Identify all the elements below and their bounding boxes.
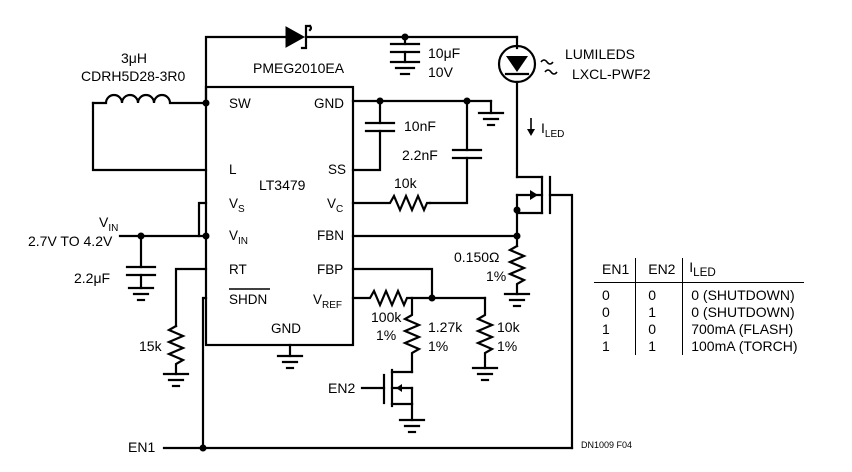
ss-cap-value: 10nF bbox=[404, 118, 436, 134]
rt-resistor bbox=[166, 324, 186, 376]
ss-cap-lead-bot bbox=[351, 129, 382, 172]
figure-id: DN1009 F04 bbox=[581, 440, 632, 450]
cell-en2: 0 bbox=[635, 282, 684, 304]
pin-vin: VIN bbox=[229, 228, 248, 247]
fbp-res-a-value: 1.27k bbox=[428, 319, 463, 335]
pin-ss: SS bbox=[328, 162, 346, 177]
vc-cap-value: 2.2nF bbox=[402, 147, 438, 163]
inductor-to-l-wire bbox=[91, 101, 208, 172]
pin-vs: VS bbox=[229, 196, 245, 215]
cell-iled: 0 (SHUTDOWN) bbox=[691, 286, 795, 303]
cell-en1: 0 bbox=[594, 282, 637, 304]
fbp-res-a bbox=[402, 296, 422, 374]
cout-value: 10μF bbox=[428, 45, 460, 61]
light-emission-icon bbox=[540, 59, 558, 75]
fbp-res-a-tol: 1% bbox=[428, 338, 448, 354]
fbn-node-dot bbox=[513, 232, 521, 240]
pin-gnd-top: GND bbox=[314, 96, 344, 111]
cell-en2: 0 bbox=[635, 320, 684, 338]
vin-label: VIN bbox=[99, 214, 118, 234]
nmos-gate-wire bbox=[548, 193, 574, 450]
vin-node-dot-2 bbox=[202, 232, 210, 240]
pin-rt: RT bbox=[229, 262, 247, 277]
truth-table-header: EN1 EN2 ILED bbox=[594, 258, 804, 283]
vs-wire bbox=[197, 201, 208, 238]
sw-to-diode-wire bbox=[204, 35, 288, 105]
iled-arrowhead bbox=[527, 129, 535, 136]
sense-res-tol: 1% bbox=[486, 268, 506, 284]
vref-res-tol: 1% bbox=[376, 327, 396, 343]
schottky-diode bbox=[285, 26, 306, 48]
sense-res-value: 0.150Ω bbox=[454, 249, 500, 265]
en2-label: EN2 bbox=[328, 380, 355, 396]
pin-vc: VC bbox=[327, 196, 343, 215]
fbp-node-dot bbox=[428, 294, 436, 302]
pin-sw: SW bbox=[229, 96, 251, 111]
fbp-res-b-tol: 1% bbox=[497, 338, 517, 354]
rt-wire bbox=[174, 267, 208, 328]
header-iled: ILED bbox=[682, 258, 804, 283]
vref-resistor bbox=[351, 288, 487, 308]
led-brand: LUMILEDS bbox=[565, 46, 635, 62]
fbp-wire bbox=[351, 267, 434, 300]
rt-res-value: 15k bbox=[139, 338, 163, 354]
pin-vref: VREF bbox=[313, 292, 342, 311]
cell-iled: 700mA (FLASH) bbox=[691, 320, 794, 337]
diode-part: PMEG2010EA bbox=[253, 60, 345, 76]
vc-res-value: 10k bbox=[394, 175, 418, 191]
vc-resistor bbox=[351, 193, 432, 213]
vc-cap-lead-bot bbox=[428, 156, 469, 205]
led-part: LXCL-PWF2 bbox=[572, 66, 651, 82]
pin-fbn: FBN bbox=[317, 228, 344, 243]
fbp-res-b bbox=[475, 296, 495, 370]
inductor-coil bbox=[91, 93, 208, 105]
cell-en2: 1 bbox=[635, 303, 684, 321]
inductor-value: 3μH bbox=[121, 50, 147, 66]
en1-node-dot bbox=[199, 444, 207, 452]
iled-label: ILED bbox=[541, 120, 564, 140]
cell-en2: 1 bbox=[635, 337, 684, 355]
header-en1: EN1 bbox=[594, 258, 637, 283]
pin-gnd-bottom: GND bbox=[271, 321, 301, 336]
table-row: 1 1 100mA (TORCH) bbox=[594, 337, 804, 355]
table-row: 0 1 0 (SHUTDOWN) bbox=[594, 303, 804, 321]
fbp-res-b-value: 10k bbox=[497, 319, 521, 335]
cell-iled: 0 (SHUTDOWN) bbox=[691, 303, 795, 320]
cell-en1: 0 bbox=[594, 303, 637, 321]
nmos-arrow bbox=[530, 190, 538, 200]
table-row: 0 0 0 (SHUTDOWN) bbox=[594, 282, 804, 304]
cell-iled: 100mA (TORCH) bbox=[691, 337, 798, 354]
ic-body bbox=[204, 85, 355, 347]
vref-res-value: 100k bbox=[371, 309, 402, 325]
ic-name: LT3479 bbox=[259, 177, 306, 193]
inductor-part: CDRH5D28-3R0 bbox=[81, 68, 185, 84]
vin-cap-value: 2.2μF bbox=[74, 270, 110, 286]
cell-en1: 1 bbox=[594, 337, 637, 355]
truth-table: EN1 EN2 ILED 0 0 0 (SHUTDOWN) 0 1 0 (SHU… bbox=[594, 258, 804, 355]
cout-voltage: 10V bbox=[428, 64, 454, 80]
pin-shdn: SHDN bbox=[229, 292, 267, 307]
en1-label: EN1 bbox=[128, 439, 155, 455]
sense-resistor bbox=[507, 244, 527, 296]
pin-fbp: FBP bbox=[317, 262, 343, 277]
pin-l: L bbox=[229, 162, 237, 177]
cell-en1: 1 bbox=[594, 320, 637, 338]
en2-fet-arrow bbox=[396, 384, 402, 392]
header-en2: EN2 bbox=[635, 258, 684, 283]
shdn-wire bbox=[201, 296, 208, 450]
vin-range: 2.7V TO 4.2V bbox=[28, 233, 113, 249]
table-row: 1 0 700mA (FLASH) bbox=[594, 320, 804, 338]
led-triangle bbox=[506, 56, 528, 72]
